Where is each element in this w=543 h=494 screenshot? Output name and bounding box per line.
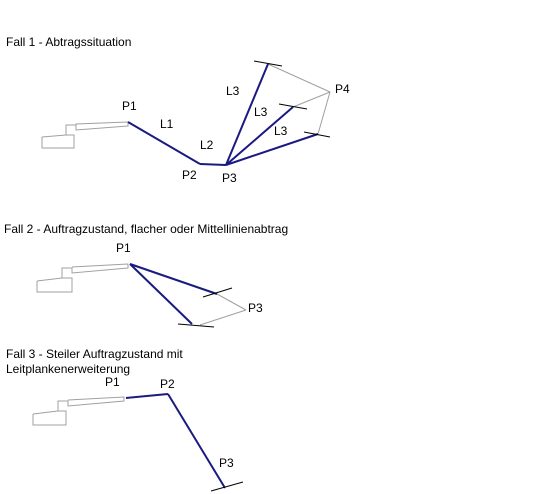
case3-tick-end [210, 481, 244, 492]
case2-guide-lines [199, 293, 247, 326]
case2-road-section-inner [36, 277, 63, 282]
case3-label-p1: P1 [105, 375, 120, 389]
case3-label-p2: P2 [160, 377, 175, 391]
case2-road-section [36, 263, 129, 293]
case1-tick-steep [253, 60, 283, 67]
case3-line-slope [167, 393, 226, 489]
case3-line-extension [125, 393, 169, 399]
case3-title-line2: Leitplankenerweiterung [6, 362, 130, 376]
case1-label-p3: P3 [222, 171, 237, 185]
case2-label-p3: P3 [248, 301, 263, 315]
case1-guide-lines [267, 63, 331, 135]
case3-title-line1: Fall 3 - Steiler Auftragzustand mit [6, 347, 183, 361]
case1-road-section [41, 121, 129, 149]
case2-label-p1: P1 [116, 241, 131, 255]
case3-road-section [32, 396, 125, 426]
case1-line-l3-flat [225, 133, 319, 166]
case1-tick-mid [278, 103, 308, 110]
case1-label-l3-flat: L3 [274, 124, 288, 138]
case2-group: Fall 2 - Auftragzustand, flacher oder Mi… [4, 222, 288, 328]
case3-group: Fall 3 - Steiler Auftragzustand mit Leit… [6, 347, 244, 492]
case1-label-l1: L1 [160, 117, 174, 131]
case2-title: Fall 2 - Auftragzustand, flacher oder Mi… [4, 222, 288, 236]
case2-tick-flat [202, 287, 233, 298]
case1-line-l1 [127, 121, 201, 165]
case1-label-l2: L2 [200, 138, 214, 152]
case3-road-section-inner [32, 410, 59, 415]
case1-line-l3-steep [225, 63, 269, 166]
case1-line-l3-mid [225, 106, 294, 166]
case1-label-l3-mid: L3 [254, 105, 268, 119]
case2-line-steep [129, 263, 193, 325]
case1-label-p4: P4 [335, 82, 350, 96]
case1-label-p1: P1 [122, 99, 137, 113]
case1-road-section-inner [41, 134, 67, 138]
case2-line-flat [129, 263, 218, 295]
case1-group: Fall 1 - Abtragssituation P1 L1 L2 P2 P3… [6, 35, 350, 185]
case1-label-l3-steep: L3 [226, 84, 240, 98]
case1-line-l2 [199, 163, 227, 166]
case1-title: Fall 1 - Abtragssituation [6, 35, 131, 49]
case1-tick-flat [303, 131, 331, 138]
case3-label-p3: P3 [219, 456, 234, 470]
case1-label-p2: P2 [182, 168, 197, 182]
case2-tick-steep [177, 323, 215, 328]
